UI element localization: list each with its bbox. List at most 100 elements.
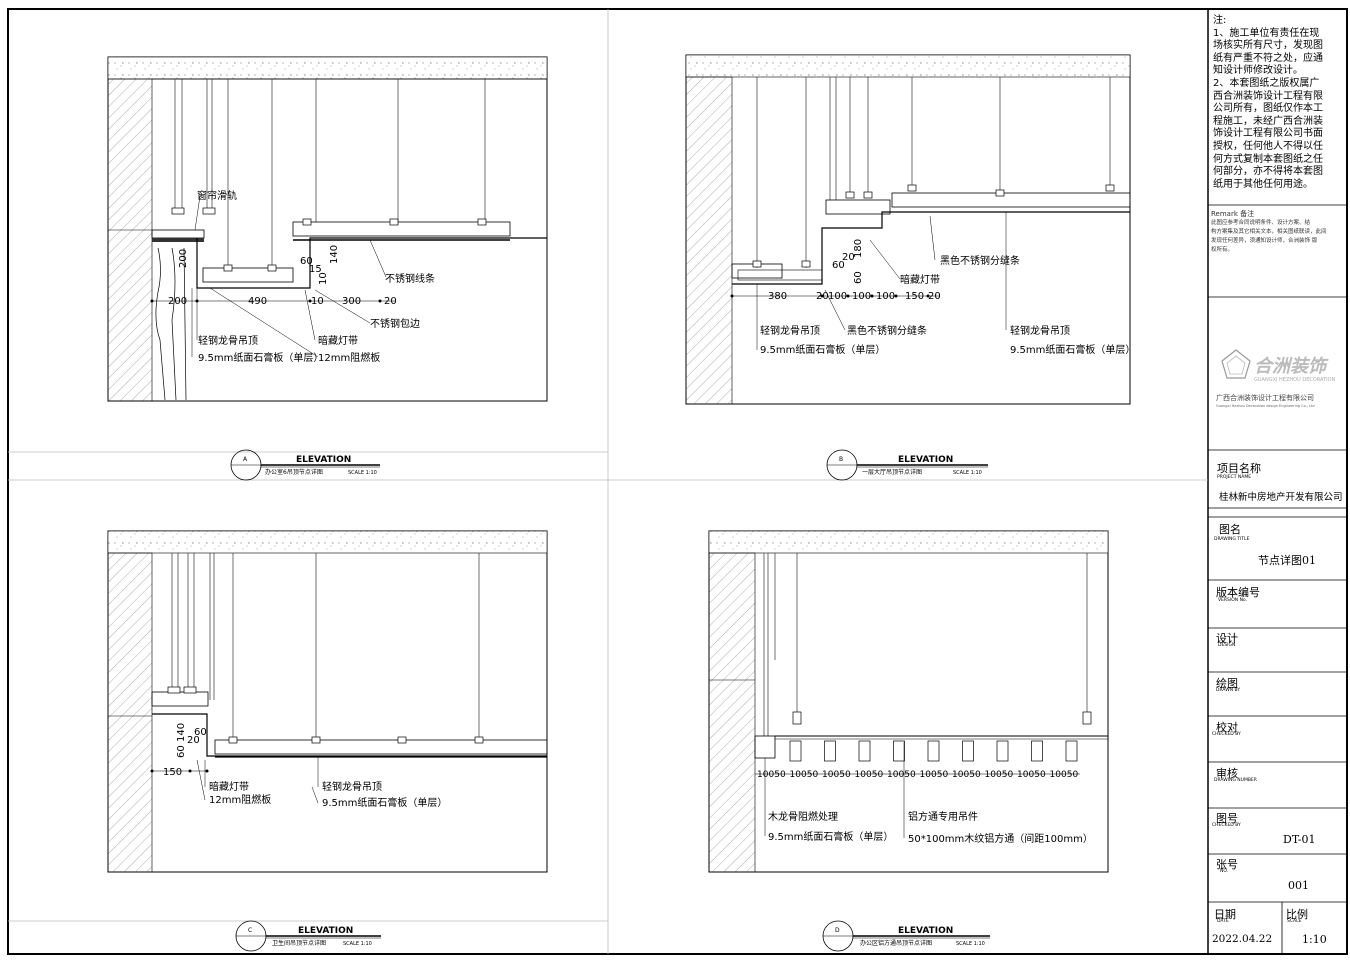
- label-gypsum-c: 9.5mm纸面石膏板（单层）: [322, 796, 447, 809]
- dim-b-10: 180: [853, 239, 864, 258]
- tag-b: B: [839, 456, 843, 463]
- elevation-d: ELEVATION: [898, 926, 953, 936]
- aluminum-tube: [858, 740, 871, 762]
- design-label: 设计: [1216, 632, 1238, 645]
- scale-label-en: SCALE: [1287, 919, 1302, 924]
- remark-line-1: 此图应参考合同说明条件、设计方案、结: [1211, 220, 1311, 226]
- aluminum-tube: [1065, 740, 1078, 762]
- notes-line-5: 2、本套图纸之版权属广: [1213, 77, 1320, 89]
- dim-d-14: 50: [969, 770, 981, 780]
- titleblock-grid: [1208, 204, 1347, 954]
- sheet-value: 001: [1288, 879, 1309, 892]
- company-logo: 合洲装饰 GUANGXI HEZHOU DECORATION 广西合洲装饰设计工…: [1216, 349, 1336, 408]
- dim-b-7: 20: [928, 291, 941, 302]
- version-label: 版本编号: [1216, 586, 1260, 599]
- label-hidden-light: 暗藏灯带: [318, 334, 358, 347]
- dim-c-2: 140: [176, 723, 187, 742]
- dim-c-4: 60: [176, 745, 187, 758]
- dim-d-17: 100: [1017, 770, 1034, 780]
- aluminum-tube: [927, 740, 940, 762]
- logo-en: GUANGXI HEZHOU DECORATION: [1254, 377, 1336, 383]
- project-label-en: PROJECT NAME: [1217, 475, 1252, 480]
- label-aluminum-hanger: 铝方通专用吊件: [908, 810, 978, 823]
- elevation-c: ELEVATION: [298, 926, 353, 936]
- panel-scale-a: SCALE 1:10: [348, 470, 377, 476]
- drawing-no-value: DT-01: [1283, 833, 1316, 846]
- aluminum-tube: [996, 740, 1009, 762]
- panel-scale-c: SCALE 1:10: [343, 941, 372, 947]
- dim-d-4: 50: [807, 770, 819, 780]
- drawn-label-en: DRAWN BY: [1216, 688, 1241, 693]
- dim-b-5: 100: [876, 291, 895, 302]
- dim-d-3: 100: [790, 770, 807, 780]
- label-hidden-light-b: 暗藏灯带: [900, 273, 940, 286]
- notes-line-1: 1、施工单位有责任在现: [1213, 27, 1320, 39]
- dim-a-10: 15: [309, 264, 322, 275]
- checked-label-en: CHECKED BY: [1212, 732, 1241, 737]
- remark-line-2: 构方案集及其它相关文本，相关图纸联读，此间: [1211, 229, 1327, 235]
- sheet-label: 张号: [1216, 858, 1238, 871]
- elevation-b: ELEVATION: [898, 455, 953, 465]
- dim-b-8: 60: [832, 260, 845, 271]
- detail-panel-a: 窗帘滑轨 不锈钢线条 不锈钢包边 暗藏灯带 轻钢龙骨吊顶 9.5mm纸面石膏板（…: [107, 56, 548, 402]
- dim-d-18: 50: [1034, 770, 1046, 780]
- label-hidden-light-c: 暗藏灯带: [209, 780, 249, 793]
- date-label-en: DATE: [1217, 919, 1229, 924]
- review-label: 审核: [1216, 767, 1238, 780]
- dim-d-20: 50: [1067, 770, 1079, 780]
- panel-title-c: 卫生间吊顶节点详图: [272, 939, 326, 947]
- label-steel-strip: 不锈钢线条: [385, 272, 435, 285]
- dim-b-4: 100: [852, 291, 871, 302]
- panel-scale-b: SCALE 1:10: [953, 470, 982, 476]
- dim-d-2: 50: [774, 770, 786, 780]
- notes-line-9: 饰设计工程有限公司书面: [1213, 128, 1323, 140]
- project-label: 项目名称: [1217, 462, 1261, 475]
- date-label: 日期: [1214, 908, 1236, 921]
- notes-line-2: 场核实所有尺寸，发现图: [1213, 40, 1323, 52]
- drawn-label: 绘图: [1216, 677, 1238, 690]
- label-steel-keel-b2: 轻钢龙骨吊顶: [1010, 324, 1070, 337]
- label-wood-keel: 木龙骨阻燃处理: [768, 810, 838, 823]
- dim-c-3: 60: [194, 727, 207, 738]
- dim-c-1: 150: [163, 767, 182, 778]
- label-black-steel-seam-bottom: 黑色不锈钢分缝条: [847, 324, 927, 337]
- dim-a-9: 200: [178, 249, 189, 268]
- checked-label: 校对: [1216, 721, 1238, 734]
- company-name-en: Guangxi Hezhou Decoration design Enginee…: [1216, 404, 1315, 408]
- dim-d-13: 100: [952, 770, 969, 780]
- version-label-en: VERSION No.: [1218, 598, 1248, 603]
- detail-panel-d: 木龙骨阻燃处理 9.5mm纸面石膏板（单层） 铝方通专用吊件 50*100mm木…: [708, 530, 1109, 873]
- dim-a-6: 140: [329, 245, 340, 264]
- title-marker-a: A ELEVATION 办公室6吊顶节点详图 SCALE 1:10: [8, 449, 608, 481]
- detail-panel-b: 黑色不锈钢分缝条 暗藏灯带 轻钢龙骨吊顶 9.5mm纸面石膏板（单层） 黑色不锈…: [685, 54, 1135, 405]
- dim-d-9: 100: [887, 770, 904, 780]
- label-gypsum-board: 9.5mm纸面石膏板（单层）: [198, 351, 323, 364]
- elevation-a: ELEVATION: [296, 455, 351, 465]
- drawing-title-label-en: DRAWING TITLE: [1214, 537, 1250, 542]
- notes-line-13: 纸用于其他任何用途。: [1213, 178, 1313, 190]
- title-marker-c: C ELEVATION 卫生间吊顶节点详图 SCALE 1:10: [8, 920, 608, 952]
- label-fire-board-c: 12mm阻燃板: [209, 793, 271, 806]
- scale-value: 1:10: [1302, 933, 1327, 946]
- dim-a-8: 10: [318, 272, 329, 285]
- label-gypsum-b: 9.5mm纸面石膏板（单层）: [760, 343, 885, 356]
- dim-b-6: 150: [905, 291, 924, 302]
- drawing-no-label-en: CHECKED BY: [1212, 823, 1241, 828]
- detail-panel-c: 暗藏灯带 12mm阻燃板 轻钢龙骨吊顶 9.5mm纸面石膏板（单层） 150 1…: [107, 530, 548, 873]
- remark-block: Remark 备注 此图应参考合同说明条件、设计方案、结 构方案集及其它相关文本…: [1211, 210, 1345, 255]
- notes-line-6: 西合洲装饰设计工程有限: [1213, 90, 1323, 102]
- scale-label: 比例: [1286, 908, 1308, 921]
- dim-d-12: 50: [937, 770, 949, 780]
- label-aluminum-tube: 50*100mm木纹铝方通（间距100mm）: [908, 832, 1093, 845]
- dim-d-10: 50: [904, 770, 916, 780]
- aluminum-tube: [962, 740, 974, 762]
- dim-b-9: 20: [842, 252, 855, 263]
- label-curtain-track: 窗帘滑轨: [197, 189, 237, 202]
- dim-c-5: 20: [187, 735, 200, 746]
- sheet-border: [7, 8, 1348, 955]
- tag-a: A: [243, 456, 248, 463]
- notes-line-4: 知设计师修改设计。: [1213, 65, 1303, 77]
- title-marker-b: B ELEVATION 一层大厅吊顶节点详图 SCALE 1:10: [826, 449, 988, 481]
- dim-a-1: 200: [168, 296, 187, 307]
